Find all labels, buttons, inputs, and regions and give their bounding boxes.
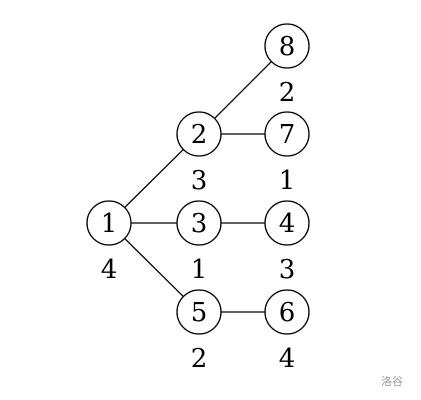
- node-value: 4: [279, 344, 296, 374]
- edge-1-2: [124, 149, 184, 208]
- edges-layer: [124, 61, 272, 313]
- edge-2-8: [214, 61, 272, 119]
- node-label: 4: [279, 209, 296, 239]
- node-circle: [264, 289, 310, 335]
- tree-node-1: 14: [86, 200, 132, 285]
- edge-1-5: [124, 238, 184, 297]
- tree-node-8: 82: [264, 23, 310, 108]
- node-label: 7: [279, 120, 296, 150]
- node-value: 2: [279, 78, 296, 108]
- tree-node-3: 31: [176, 200, 222, 285]
- node-circle: [264, 200, 310, 246]
- tree-node-2: 23: [176, 111, 222, 196]
- node-label: 3: [191, 209, 208, 239]
- node-value: 3: [191, 166, 208, 196]
- node-label: 8: [279, 32, 296, 62]
- node-value: 4: [101, 255, 118, 285]
- tree-node-7: 71: [264, 111, 310, 196]
- node-value: 1: [279, 166, 296, 196]
- tree-node-6: 64: [264, 289, 310, 374]
- tree-node-4: 43: [264, 200, 310, 285]
- node-label: 1: [101, 209, 118, 239]
- node-value: 3: [279, 255, 296, 285]
- node-label: 2: [191, 120, 208, 150]
- node-circle: [264, 23, 310, 69]
- node-circle: [176, 289, 222, 335]
- node-circle: [264, 111, 310, 157]
- watermark-text: 洛谷: [381, 374, 403, 388]
- node-label: 6: [279, 298, 296, 328]
- node-circle: [86, 200, 132, 246]
- node-circle: [176, 111, 222, 157]
- node-value: 1: [191, 255, 208, 285]
- node-circle: [176, 200, 222, 246]
- node-label: 5: [191, 298, 208, 328]
- node-value: 2: [191, 344, 208, 374]
- tree-node-5: 52: [176, 289, 222, 374]
